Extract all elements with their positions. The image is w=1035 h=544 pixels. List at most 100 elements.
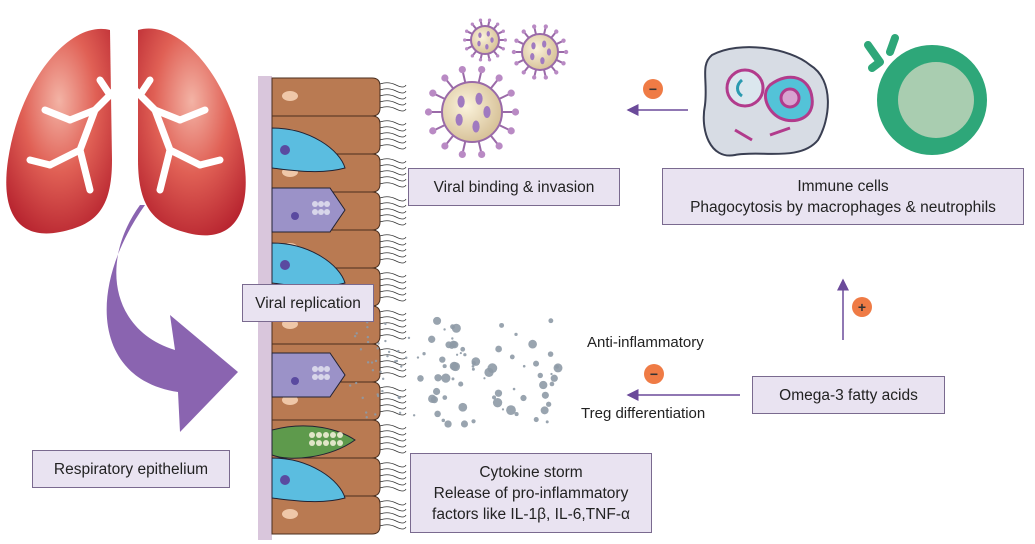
- virion: [316, 432, 322, 438]
- cilium: [379, 366, 407, 372]
- ciliated-cell: [271, 457, 346, 503]
- cytokine-dot: [412, 414, 416, 417]
- cilium: [379, 126, 407, 132]
- cytokine-dot: [376, 347, 379, 350]
- cilium: [379, 474, 407, 480]
- cytokine-dot: [506, 405, 516, 416]
- cytokine-title: Cytokine storm: [479, 463, 583, 481]
- cytokine-particles: [348, 316, 563, 428]
- cytokine-dot: [533, 360, 540, 367]
- cytokine-dot: [450, 324, 455, 330]
- virion: [337, 432, 343, 438]
- virion: [330, 432, 336, 438]
- cilium: [379, 132, 407, 138]
- goblet-cell: [271, 352, 346, 398]
- cytokine-dot: [471, 364, 475, 368]
- respiratory-epithelium-box: Respiratory epithelium: [32, 450, 230, 488]
- cytokine-dot: [463, 353, 467, 357]
- cytokine-dot: [449, 340, 457, 348]
- granule: [324, 209, 330, 215]
- cytokine-dot: [450, 362, 460, 372]
- cytokine-dot: [434, 374, 442, 382]
- virus-icon: [463, 18, 507, 62]
- cilium: [379, 170, 407, 176]
- cytokine-dot: [428, 335, 436, 343]
- cytokine-dot: [384, 322, 387, 326]
- cilium: [379, 430, 407, 436]
- cilium: [379, 214, 407, 220]
- cilium: [379, 258, 407, 264]
- cytokine-dot: [444, 420, 452, 428]
- treg-label: Treg differentiation: [581, 405, 706, 422]
- granule: [324, 201, 330, 207]
- cilium: [379, 164, 407, 170]
- cytokine-dot: [451, 337, 454, 340]
- cytokine-dot: [374, 359, 378, 363]
- cytokine-dot: [361, 396, 364, 400]
- cilium: [379, 310, 407, 316]
- cytokine-dot: [397, 395, 400, 399]
- ciliated-cell: [271, 127, 346, 173]
- cilium: [379, 354, 407, 360]
- cytokine-dot: [546, 401, 552, 407]
- cytokine-dot: [353, 335, 357, 338]
- cytokine-dot: [433, 316, 442, 325]
- cytokine-dot: [455, 353, 459, 356]
- cytokine-dot: [549, 381, 555, 387]
- cilium: [379, 158, 407, 164]
- cilium: [379, 100, 407, 106]
- cytokine-dot: [384, 339, 387, 343]
- cell-nucleus: [291, 377, 299, 385]
- cytokine-dot: [365, 411, 368, 414]
- cilium: [379, 442, 407, 448]
- cytokine-dot: [512, 387, 516, 391]
- cilium: [379, 202, 407, 208]
- cytokine-dot: [483, 377, 486, 380]
- cell-nucleus: [280, 145, 290, 155]
- cilium: [379, 296, 407, 302]
- cytokine-dot: [405, 356, 408, 359]
- plus-sign-icon: +: [852, 297, 872, 317]
- cytokine-dot: [400, 365, 403, 368]
- cilium: [379, 196, 407, 202]
- cytokine-dot: [377, 342, 380, 345]
- granule: [318, 209, 324, 215]
- cilium: [379, 246, 407, 252]
- cell-nucleus: [282, 509, 298, 519]
- cytokine-dot: [365, 416, 368, 419]
- cilium: [379, 176, 407, 182]
- granule: [312, 201, 318, 207]
- cytokine-dot: [539, 380, 548, 390]
- cilium: [379, 480, 407, 486]
- virion: [309, 440, 315, 446]
- cilium: [379, 398, 407, 404]
- cytokine-dot: [458, 402, 468, 412]
- virion: [323, 432, 329, 438]
- cytokine-line2: Release of pro-inflammatory: [433, 484, 629, 502]
- cytokine-dot: [509, 354, 515, 360]
- cilium: [379, 106, 407, 112]
- cilium: [379, 348, 407, 354]
- cilium: [379, 272, 407, 278]
- granule: [318, 366, 324, 372]
- cytokine-dot: [494, 389, 503, 397]
- cytokine-dot: [487, 363, 498, 374]
- cilium: [379, 234, 407, 240]
- cilium: [379, 94, 407, 100]
- cytokine-dot: [395, 359, 399, 363]
- epithelium-cells: [271, 77, 407, 535]
- cytokine-dot: [434, 410, 441, 418]
- cilium: [379, 462, 407, 468]
- cytokine-dot: [550, 374, 558, 382]
- cilium: [379, 334, 407, 340]
- cilium: [379, 182, 407, 188]
- neutrophil-illustration: [864, 34, 987, 155]
- cytokine-dot: [495, 345, 502, 353]
- virion: [323, 440, 329, 446]
- cilium: [379, 404, 407, 410]
- cilium: [379, 524, 407, 530]
- cytokine-storm-box: Cytokine storm Release of pro-inflammato…: [410, 453, 652, 533]
- granule: [312, 209, 318, 215]
- cytokine-dot: [416, 356, 420, 359]
